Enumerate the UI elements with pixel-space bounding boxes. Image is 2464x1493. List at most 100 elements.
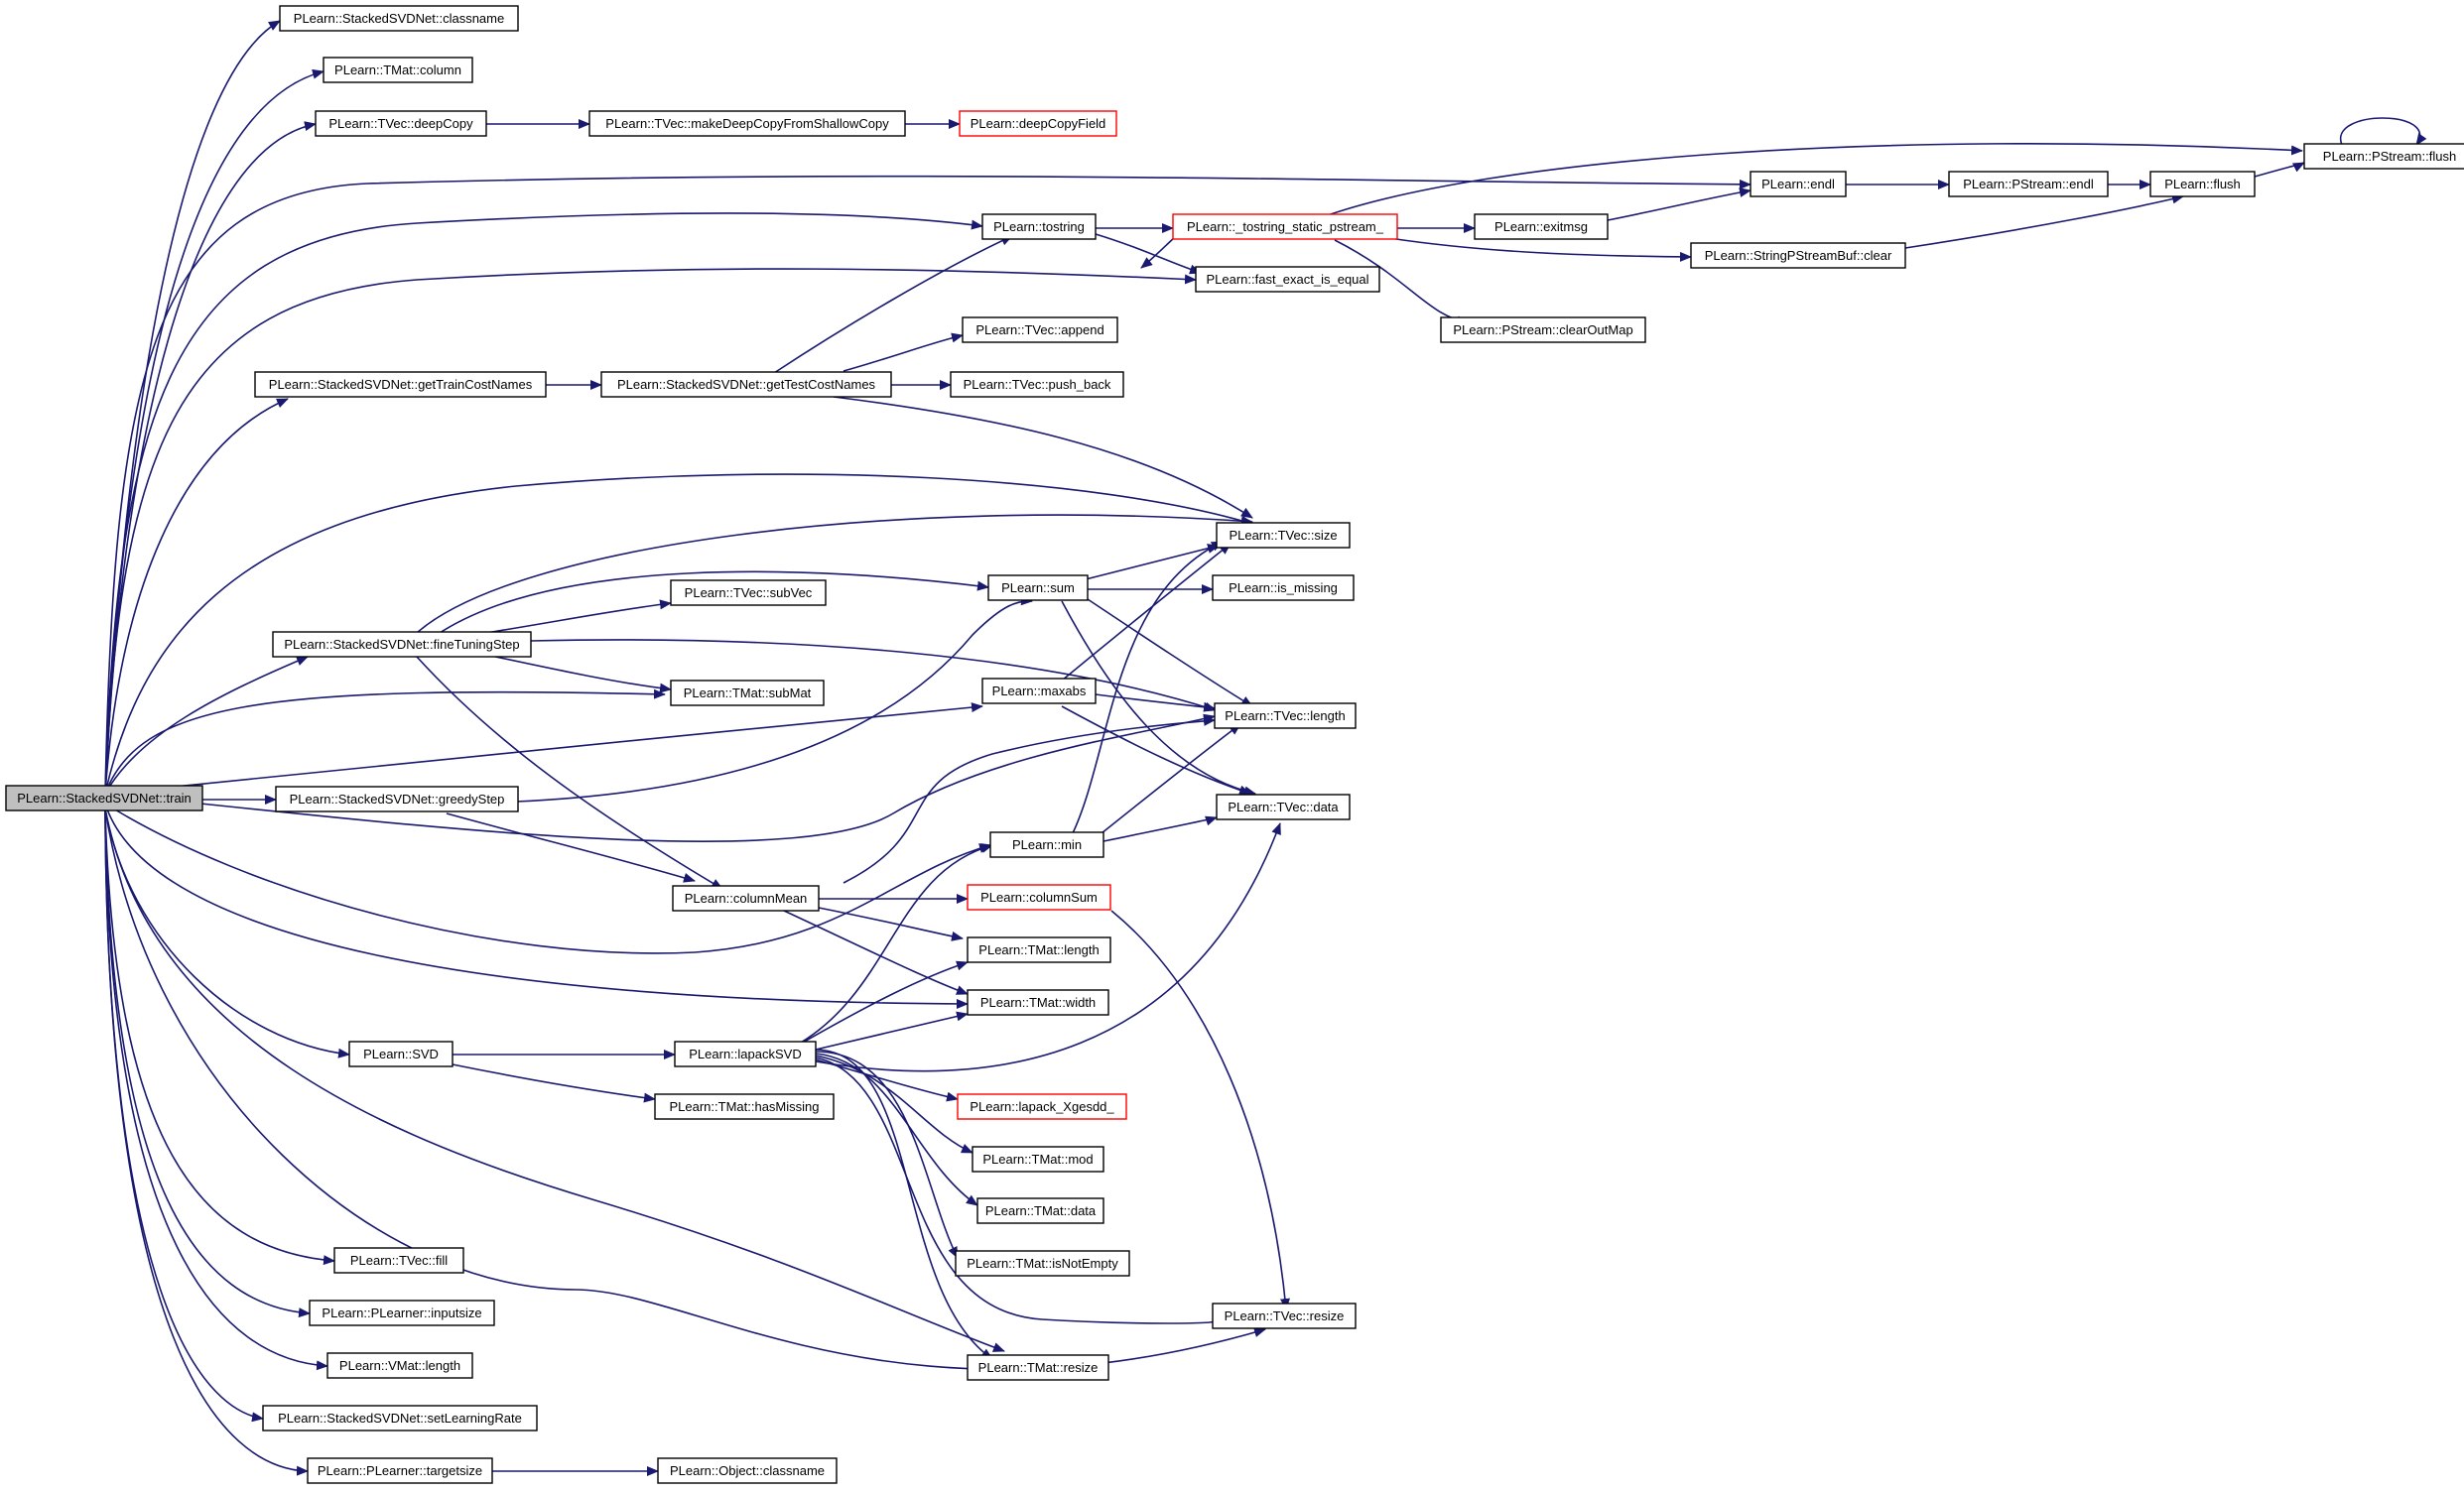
node-inputsize[interactable]: PLearn::PLearner::inputsize (309, 1300, 495, 1326)
node-classname-s-v-d[interactable]: PLearn::StackedSVDNet::classname (279, 5, 519, 32)
node-obj-classname[interactable]: PLearn::Object::classname (657, 1457, 838, 1484)
node-tostring[interactable]: PLearn::tostring (981, 213, 1097, 240)
edge-pstream-flush-self (2339, 117, 2427, 146)
node-box (326, 1352, 473, 1379)
node-tmat-resize[interactable]: PLearn::TMat::resize (967, 1354, 1109, 1381)
node-clear-out-map[interactable]: PLearn::PStream::clearOutMap (1440, 316, 1646, 343)
node-tmat-width[interactable]: PLearn::TMat::width (967, 989, 1109, 1016)
node-box (600, 371, 892, 398)
node-label: PLearn::sum (1001, 580, 1075, 595)
node-tvec-size[interactable]: PLearn::TVec::size (1216, 522, 1351, 549)
node-label: PLearn::SVD (363, 1047, 439, 1061)
node-label: PLearn::StringPStreamBuf::clear (1705, 248, 1892, 263)
node-append[interactable]: PLearn::TVec::append (962, 316, 1118, 343)
node-label: PLearn::TMat::mod (982, 1152, 1093, 1167)
edge-train-tmat-column (104, 68, 324, 795)
node-tvec-resize[interactable]: PLearn::TVec::resize (1212, 1303, 1357, 1329)
node-tmat-length[interactable]: PLearn::TMat::length (967, 936, 1111, 963)
node-box (962, 316, 1118, 343)
node-vmat-length[interactable]: PLearn::VMat::length (326, 1352, 473, 1379)
edge-lapacksvd-tmat-mod (815, 1055, 973, 1154)
node-column-mean[interactable]: PLearn::columnMean (672, 885, 820, 912)
edge-lapacksvd-tmat-length (793, 960, 969, 1049)
node-label: PLearn::exitmsg (1494, 219, 1588, 234)
node-min[interactable]: PLearn::min (989, 831, 1104, 858)
node-label: PLearn::columnMean (685, 891, 808, 906)
node-label: PLearn::TMat::subMat (684, 685, 812, 700)
node-sum[interactable]: PLearn::sum (987, 574, 1089, 601)
edge-tostring-fast-exact (1095, 233, 1202, 275)
node-lapack-s-v-d[interactable]: PLearn::lapackSVD (674, 1041, 817, 1067)
node-box (670, 579, 827, 606)
node-label: PLearn::TMat::length (978, 942, 1099, 957)
node-sub-mat[interactable]: PLearn::TMat::subMat (670, 680, 825, 706)
edge-tostringstatic-pstream-flush (1324, 142, 2303, 217)
node-label: PLearn::endl (1761, 177, 1835, 191)
node-flush[interactable]: PLearn::flush (2149, 171, 2256, 197)
node-get-train[interactable]: PLearn::StackedSVDNet::getTrainCostNames (254, 371, 547, 398)
node-label: PLearn::StackedSVDNet::getTrainCostNames (269, 377, 533, 392)
node-is-not-empty[interactable]: PLearn::TMat::isNotEmpty (955, 1250, 1130, 1277)
node-tmat-column[interactable]: PLearn::TMat::column (323, 57, 473, 83)
node-box (1216, 794, 1351, 820)
node-label: PLearn::PStream::endl (1963, 177, 2094, 191)
node-tvec-data[interactable]: PLearn::TVec::data (1216, 794, 1351, 820)
node-box (989, 831, 1104, 858)
node-box (1948, 171, 2109, 197)
node-label: PLearn::TMat::column (334, 62, 461, 77)
node-spsb-clear[interactable]: PLearn::StringPStreamBuf::clear (1690, 242, 1906, 269)
node-tostring-static[interactable]: PLearn::_tostring_static_pstream_ (1172, 213, 1398, 240)
node-get-test[interactable]: PLearn::StackedSVDNet::getTestCostNames (600, 371, 892, 398)
edge-gettest-tostring (773, 235, 1013, 374)
node-fast-exact[interactable]: PLearn::fast_exact_is_equal (1195, 266, 1380, 293)
node-box (307, 1457, 493, 1484)
node-label: PLearn::TMat::data (985, 1203, 1097, 1218)
node-fill[interactable]: PLearn::TVec::fill (333, 1247, 464, 1274)
node-label: PLearn::lapack_Xgesdd_ (970, 1099, 1114, 1114)
edge-min-tvec-data (1102, 815, 1218, 842)
node-box (976, 1197, 1104, 1224)
node-lapack-x[interactable]: PLearn::lapack_Xgesdd_ (957, 1093, 1127, 1120)
node-label: PLearn::maxabs (992, 684, 1087, 698)
node-sub-vec[interactable]: PLearn::TVec::subVec (670, 579, 827, 606)
edge-columnsum-tvec-resize (1110, 910, 1290, 1310)
node-pstream-flush[interactable]: PLearn::PStream::flush (2303, 143, 2464, 170)
node-fine-tuning[interactable]: PLearn::StackedSVDNet::fineTuningStep (272, 631, 532, 658)
edge-finetuning-submat (485, 654, 672, 693)
node-is-missing[interactable]: PLearn::is_missing (1212, 574, 1355, 601)
edge-train-finetuning (104, 656, 309, 795)
node-label: PLearn::StackedSVDNet::getTestCostNames (617, 377, 876, 392)
node-tmat-data[interactable]: PLearn::TMat::data (976, 1197, 1104, 1224)
edge-train-tvec-length (104, 713, 1216, 842)
edge-train-min (104, 803, 991, 954)
node-svd[interactable]: PLearn::SVD (348, 1041, 454, 1067)
node-column-sum[interactable]: PLearn::columnSum (967, 884, 1111, 911)
node-deep-copy[interactable]: PLearn::TVec::deepCopy (315, 110, 487, 137)
node-make-deep-copy[interactable]: PLearn::TVec::makeDeepCopyFromShallowCop… (588, 110, 906, 137)
node-box (275, 786, 519, 812)
node-push-back[interactable]: PLearn::TVec::push_back (950, 371, 1124, 398)
node-label: PLearn::TVec::deepCopy (328, 116, 473, 131)
node-maxabs[interactable]: PLearn::maxabs (981, 678, 1097, 704)
call-nodes: PLearn::StackedSVDNet::trainPLearn::Stac… (5, 5, 2464, 1484)
node-box (1750, 171, 1847, 197)
edge-lapacksvd-isnotempty (815, 1051, 959, 1259)
node-has-missing[interactable]: PLearn::TMat::hasMissing (654, 1093, 835, 1120)
node-label: PLearn::StackedSVDNet::greedyStep (290, 792, 505, 807)
node-label: PLearn::PStream::flush (2323, 149, 2456, 164)
node-tmat-mod[interactable]: PLearn::TMat::mod (972, 1146, 1104, 1173)
node-set-l-r[interactable]: PLearn::StackedSVDNet::setLearningRate (262, 1405, 538, 1431)
node-label: PLearn::TVec::data (1228, 800, 1339, 814)
node-exitmsg[interactable]: PLearn::exitmsg (1474, 213, 1609, 240)
node-endl[interactable]: PLearn::endl (1750, 171, 1847, 197)
edge-columnmean-tmat-width (783, 910, 969, 995)
node-pstream-endl[interactable]: PLearn::PStream::endl (1948, 171, 2109, 197)
node-box (654, 1093, 835, 1120)
node-greedy-step[interactable]: PLearn::StackedSVDNet::greedyStep (275, 786, 519, 812)
edge-train-fast-exact (104, 268, 1197, 795)
node-targetsize[interactable]: PLearn::PLearner::targetsize (307, 1457, 493, 1484)
node-tvec-length[interactable]: PLearn::TVec::length (1214, 702, 1357, 729)
node-deep-copy-field[interactable]: PLearn::deepCopyField (959, 110, 1117, 137)
node-train[interactable]: PLearn::StackedSVDNet::train (5, 785, 203, 811)
